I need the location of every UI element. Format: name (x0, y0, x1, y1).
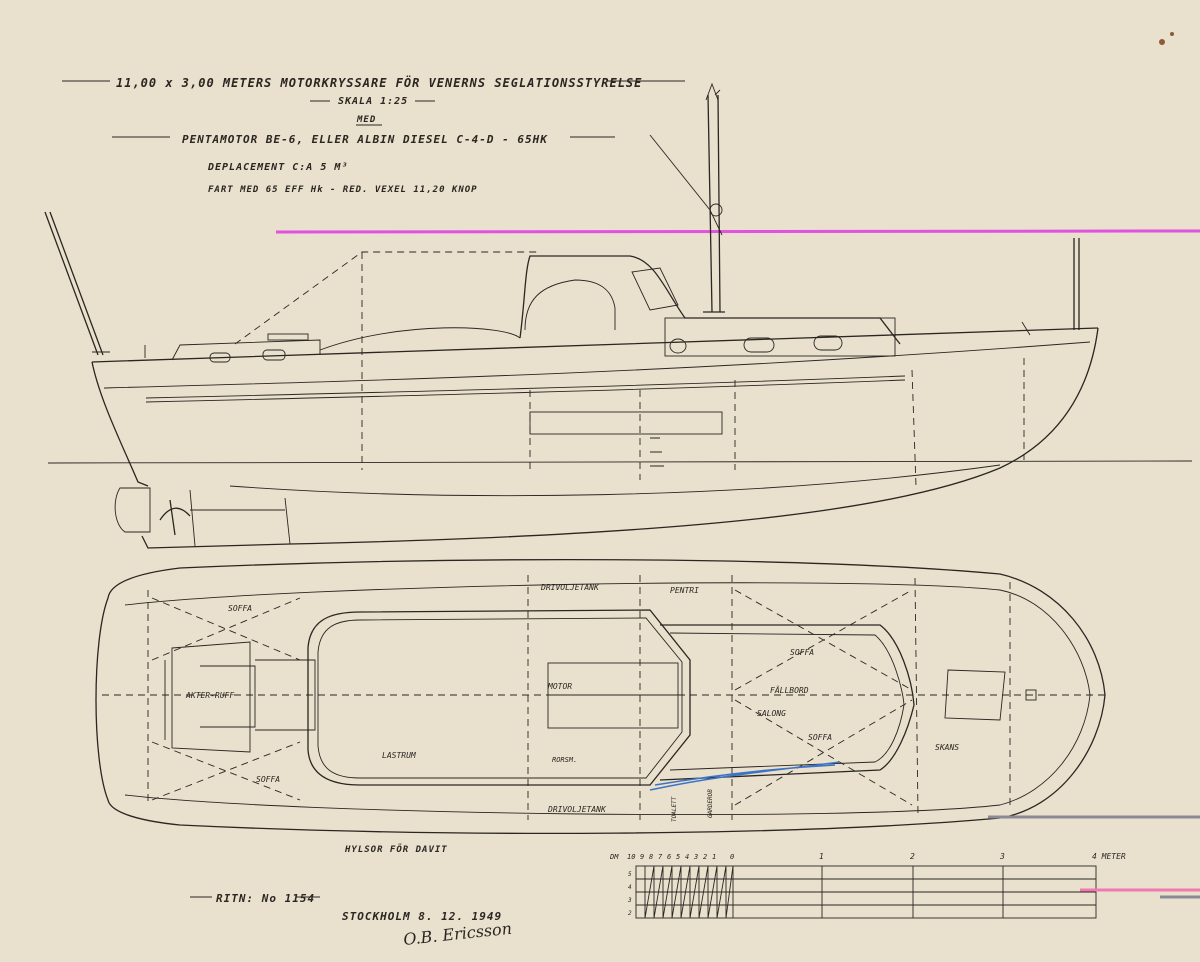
label-akter-ruff: AKTER-RUFF (185, 691, 234, 700)
scale-meter-tick: 3 (999, 852, 1005, 861)
scale-dm-tick: 9 (640, 853, 644, 861)
label-sofa-aft-bottom: SOFFA (256, 775, 280, 784)
label-pentri: PENTRI (670, 586, 699, 595)
scale-end-label: 4 METER (1092, 852, 1126, 861)
label-fallbord: FÄLLBORD (770, 685, 809, 695)
label-garderob: GARDEROB (707, 789, 714, 818)
magenta-marker-line (275, 229, 1200, 234)
displacement-text: DEPLACEMENT C:A 5 M³ (207, 162, 348, 173)
scale-dm-tick: 2 (703, 853, 707, 861)
boat-plan-view: SOFFA SOFFA AKTER-RUFF LASTRUM DRIVOLJET… (95, 558, 1108, 835)
signature: O.B. Ericsson (402, 919, 512, 949)
med-text: MED (356, 115, 376, 125)
scale-dm-tick: 5 (676, 853, 680, 861)
boat-profile-view (44, 82, 1099, 549)
scale-row-tick: 3 (627, 897, 632, 904)
label-drivoljetank-top: DRIVOLJETANK (540, 583, 600, 592)
stain-mark (1170, 32, 1174, 36)
stain-mark (1159, 39, 1165, 45)
label-rorsm: RORSM. (552, 756, 577, 764)
drawing-title: 11,00 x 3,00 METERS MOTORKRYSSARE FÖR VE… (116, 75, 642, 90)
speed-text: FART MED 65 EFF Hk - RED. VEXEL 11,20 KN… (208, 185, 478, 195)
engine-text: PENTAMOTOR BE-6, ELLER ALBIN DIESEL C-4-… (182, 133, 548, 146)
label-sofa-fwd-bottom: SOFFA (808, 733, 832, 742)
scale-dm-tick: 3 (693, 853, 698, 861)
title-block: 11,00 x 3,00 METERS MOTORKRYSSARE FÖR VE… (62, 75, 685, 195)
place-date: STOCKHOLM 8. 12. 1949 (342, 910, 502, 923)
scale-dm-label: DM (609, 853, 619, 861)
scale-row-tick: 4 (628, 884, 632, 891)
scale-dm-tick: 0 (730, 853, 734, 861)
scale-dm-tick: 10 (627, 853, 635, 861)
label-sofa-fwd-top: SOFFA (790, 648, 814, 657)
scale-dm-tick: 1 (712, 853, 716, 861)
label-lastrum: LASTRUM (382, 751, 417, 760)
scale-meter-tick: 1 (819, 852, 824, 861)
scale-dm-tick: 8 (649, 853, 653, 861)
scale-dm-tick: 7 (658, 853, 663, 861)
label-sofa-aft-top: SOFFA (228, 604, 252, 613)
label-salong: SALONG (757, 709, 786, 718)
scale-dm-tick: 4 (685, 853, 689, 861)
label-motor: MOTOR (547, 682, 572, 691)
drawing-number: RITN: No 1154 (216, 892, 315, 905)
label-skans: SKANS (935, 743, 959, 752)
hylsor-note: HYLSOR FÖR DAVIT (344, 844, 448, 855)
scale-text: SKALA 1:25 (338, 96, 408, 107)
label-toalett: TOALETT (671, 796, 678, 822)
scale-dm-tick: 6 (667, 853, 671, 861)
scale-row-tick: 5 (628, 871, 632, 878)
scale-row-tick: 2 (628, 910, 632, 917)
label-drivoljetank-bottom: DRIVOLJETANK (547, 805, 607, 814)
blue-pencil-marks (649, 761, 841, 791)
waterline (47, 460, 1193, 464)
scale-meter-tick: 2 (910, 852, 915, 861)
scale-bar: DM 10 9 8 7 6 5 4 3 2 1 0 1 2 3 4 METER … (609, 852, 1126, 919)
